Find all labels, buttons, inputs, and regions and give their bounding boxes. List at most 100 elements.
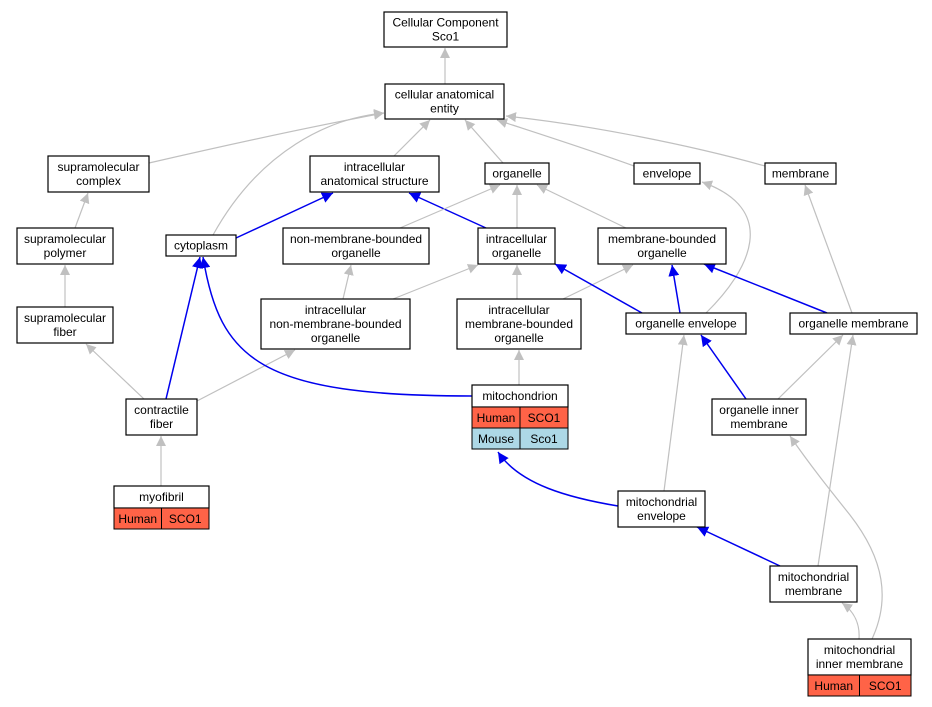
edge-mitochondrial-inner-membrane-to-mitochondrial-membrane xyxy=(841,602,860,640)
edge-supramolecular-polymer-to-supramolecular-complex xyxy=(74,192,90,229)
node-cytoplasm[interactable]: cytoplasm xyxy=(165,234,237,257)
node-organelle[interactable]: organelle xyxy=(484,162,550,185)
node-box xyxy=(125,398,198,436)
edge-intracellular-membrane-bounded-organelle-to-membrane-bounded-organelle xyxy=(562,264,634,300)
node-label-line: non-membrane-bounded xyxy=(269,317,401,331)
edge-membrane-to-cellular-anatomical-entity xyxy=(505,112,766,167)
node-label-line: organelle xyxy=(331,246,381,260)
node-label-line: Sco1 xyxy=(432,30,460,44)
gene-label: Sco1 xyxy=(530,432,558,446)
node-box xyxy=(456,298,582,350)
edge-cytoplasm-to-intracellular-anatomical-structure xyxy=(235,192,334,239)
node-label-line: fiber xyxy=(53,325,76,339)
edge-envelope-to-cellular-anatomical-entity xyxy=(496,118,635,167)
node-box xyxy=(383,11,508,48)
node-label-line: contractile xyxy=(134,403,189,417)
node-label-line: membrane xyxy=(772,167,830,181)
node-envelope[interactable]: envelope xyxy=(633,162,701,185)
node-label-line: intracellular xyxy=(486,232,547,246)
gene-label: SCO1 xyxy=(169,512,202,526)
node-label-line: envelope xyxy=(643,167,692,181)
species-label: Mouse xyxy=(478,432,514,446)
edge-intracellular-non-membrane-bounded-organelle-to-intracellular-organelle xyxy=(392,264,479,300)
node-box xyxy=(384,83,505,120)
edge-mitochondrial-envelope-to-organelle-envelope xyxy=(663,334,688,492)
node-label-line: intracellular xyxy=(344,160,405,174)
node-label-line: non-membrane-bounded xyxy=(290,232,422,246)
node-box xyxy=(282,227,430,265)
node-label-line: mitochondrion xyxy=(482,389,557,403)
node-box xyxy=(309,155,440,193)
node-label-line: membrane-bounded xyxy=(608,232,716,246)
edge-cytoplasm-to-cellular-anatomical-entity xyxy=(212,108,385,236)
edge-organelle-envelope-to-intracellular-organelle xyxy=(554,263,643,314)
node-box xyxy=(47,155,150,193)
gene-label: SCO1 xyxy=(528,411,561,425)
edge-membrane-bounded-organelle-to-organelle xyxy=(536,184,627,229)
node-label-line: membrane-bounded xyxy=(465,317,573,331)
node-label-line: fiber xyxy=(150,417,173,431)
node-label-line: mitochondrial xyxy=(778,570,849,584)
edge-mitochondrion-to-cytoplasm xyxy=(199,256,473,397)
edge-organelle-to-cellular-anatomical-entity xyxy=(464,119,504,164)
node-label-line: organelle inner xyxy=(719,403,798,417)
node-box xyxy=(764,162,837,185)
node-box xyxy=(477,227,556,265)
edge-organelle-envelope-to-membrane-bounded-organelle xyxy=(668,264,681,314)
edge-intracellular-organelle-to-intracellular-anatomical-structure xyxy=(408,192,487,229)
edge-organelle-membrane-to-membrane-bounded-organelle xyxy=(703,262,828,314)
node-box xyxy=(789,312,918,335)
gene-cell xyxy=(161,507,210,530)
node-label-line: cytoplasm xyxy=(174,239,228,253)
node-organelle-envelope[interactable]: organelle envelope xyxy=(625,312,747,335)
edge-non-membrane-bounded-organelle-to-organelle xyxy=(399,184,501,229)
node-label-line: supramolecular xyxy=(57,160,139,174)
node-membrane[interactable]: membrane xyxy=(764,162,837,185)
edge-supramolecular-complex-to-cellular-anatomical-entity xyxy=(148,109,385,164)
node-label-line: intracellular xyxy=(305,303,366,317)
node-label-line: organelle envelope xyxy=(635,317,737,331)
edge-mitochondrial-membrane-to-organelle-membrane xyxy=(817,334,857,567)
node-box xyxy=(16,306,114,344)
node-label-line: envelope xyxy=(637,509,686,523)
node-label-line: myofibril xyxy=(139,490,184,504)
gene-label: SCO1 xyxy=(869,679,902,693)
node-label-line: supramolecular xyxy=(24,232,106,246)
node-intracellular-non-membrane-bounded-organelle[interactable]: intracellularnon-membrane-boundedorganel… xyxy=(260,298,411,350)
node-label-line: membrane xyxy=(785,584,843,598)
node-label-line: complex xyxy=(76,174,121,188)
node-label-line: organelle membrane xyxy=(798,317,908,331)
node-label-line: organelle xyxy=(494,331,544,345)
node-label-line: organelle xyxy=(311,331,361,345)
edge-intracellular-non-membrane-bounded-organelle-to-non-membrane-bounded-organelle xyxy=(342,264,354,300)
node-label-line: anatomical structure xyxy=(320,174,428,188)
edges-layer xyxy=(60,48,883,640)
edge-intracellular-anatomical-structure-to-cellular-anatomical-entity xyxy=(393,119,431,157)
node-label-line: organelle xyxy=(492,246,542,260)
edge-organelle-inner-membrane-to-organelle-envelope xyxy=(700,334,747,400)
node-box xyxy=(711,398,807,436)
node-label-line: inner membrane xyxy=(816,657,904,671)
node-box xyxy=(597,227,727,265)
node-label-line: mitochondrial xyxy=(824,643,895,657)
edge-organelle-inner-membrane-to-organelle-membrane xyxy=(777,334,844,400)
node-organelle-membrane[interactable]: organelle membrane xyxy=(789,312,918,335)
